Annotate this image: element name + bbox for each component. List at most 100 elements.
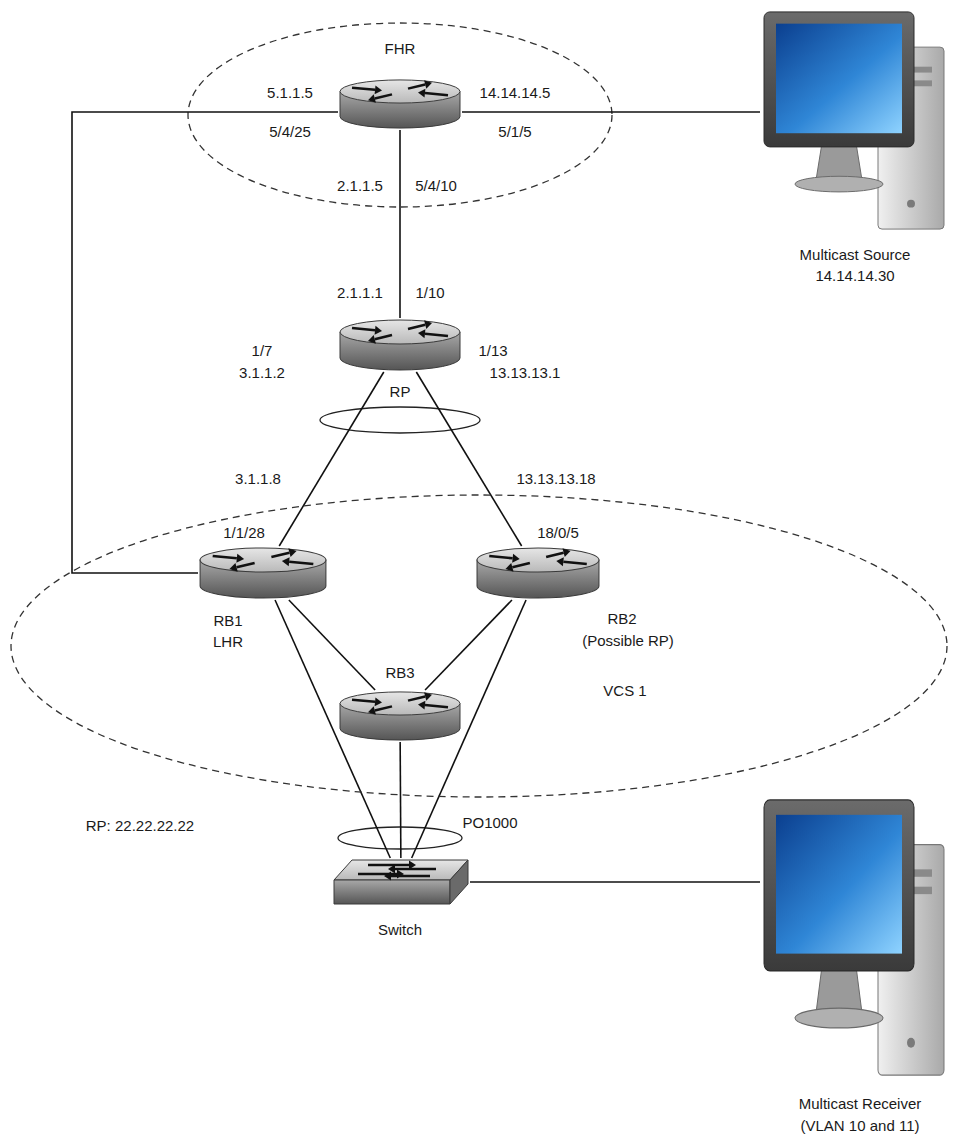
node-name: Switch: [376, 921, 424, 938]
monitor-base: [795, 176, 883, 192]
router-icon-graphic: [198, 546, 328, 600]
interface-label: 5/1/5: [496, 123, 533, 140]
computer-icon: Multicast Source14.14.14.30: [760, 8, 950, 233]
arrow-shaft: [237, 563, 255, 567]
monitor-base: [795, 1008, 883, 1028]
router-icon: RB2(Possible RP): [475, 546, 601, 600]
router-icon: RP: [338, 318, 462, 372]
lag-bundle-ring: [320, 407, 480, 433]
interface-label: 3.1.1.8: [233, 470, 283, 487]
arrow-tip: [505, 563, 513, 572]
arrow-tip: [418, 89, 425, 98]
arrow-shaft: [289, 562, 313, 564]
interface-label: 1/13: [476, 342, 509, 359]
router-top: [200, 548, 326, 572]
node-subtitle: (VLAN 10 and 11): [799, 1117, 922, 1134]
router-icon: RB1LHR: [198, 546, 328, 600]
node-name: Multicast Receiver: [797, 1095, 924, 1112]
arrow-shaft: [375, 335, 392, 339]
node-name: RP: [388, 383, 413, 400]
node-subtitle: 14.14.14.30: [813, 267, 896, 284]
arrow-shaft: [408, 696, 425, 700]
monitor-screen: [776, 815, 902, 954]
router-top: [340, 80, 460, 103]
arrow-tip: [384, 872, 391, 881]
network-link: [72, 112, 338, 573]
node-name: RB2: [605, 610, 638, 627]
arrow-shaft: [375, 706, 392, 710]
arrow-shaft: [352, 328, 375, 330]
vcs-region: RB1LHRRB2(Possible RP)RB3VCS 1: [10, 494, 948, 798]
rp-address-note: RP: 22.22.22.22: [84, 817, 196, 834]
monitor-stand: [816, 966, 862, 1013]
arrow-tip: [288, 548, 296, 557]
switch-top: [334, 860, 468, 880]
interface-label: 1/7: [250, 342, 275, 359]
arrow-tip: [556, 557, 564, 566]
arrow-tip: [563, 548, 571, 557]
router-icon-graphic: [338, 690, 462, 742]
arrow-shaft: [425, 93, 448, 95]
interface-label: 1/10: [413, 284, 446, 301]
arrow-shaft: [408, 84, 425, 88]
interface-label: 5/4/25: [267, 123, 313, 140]
node-name: Multicast Source: [798, 246, 913, 263]
arrow-tip: [375, 326, 382, 335]
router-icon: FHR: [338, 78, 462, 130]
arrow-tip: [388, 865, 395, 874]
switch-side: [450, 860, 468, 904]
arrow-shaft: [213, 556, 237, 558]
interface-label: 14.14.14.5: [478, 84, 553, 101]
arrow-shaft: [408, 325, 425, 329]
arrow-tip: [375, 698, 382, 707]
interface-label: 13.13.13.18: [514, 470, 597, 487]
arrow-tip: [418, 329, 425, 338]
arrow-tip: [368, 94, 376, 102]
arrow-tip: [229, 563, 237, 572]
arrow-tip: [418, 701, 425, 710]
arrow-tip: [424, 80, 432, 88]
monitor-frame: [764, 12, 914, 147]
monitor-screen: [776, 24, 902, 134]
arrow-shaft: [395, 868, 436, 871]
interface-label: 5/4/10: [413, 177, 459, 194]
interface-label: 18/0/5: [535, 524, 581, 541]
arrow-shaft: [546, 553, 563, 557]
interface-label: 2.1.1.5: [335, 177, 385, 194]
arrow-tip: [375, 86, 382, 95]
interface-label: 3.1.1.2: [237, 364, 287, 381]
router-icon-graphic: [338, 78, 462, 130]
arrow-shaft: [425, 334, 448, 336]
network-link: [470, 881, 760, 883]
arrow-tip: [424, 320, 432, 329]
router-icon: RB3: [338, 690, 462, 742]
network-link: [289, 600, 375, 690]
router-icon-graphic: [475, 546, 601, 600]
monitor-frame: [764, 800, 914, 971]
arrow-tip: [424, 692, 432, 700]
node-subtitle: (Possible RP): [580, 632, 676, 649]
node-name: VCS 1: [601, 682, 648, 699]
arrow-tip: [368, 335, 376, 344]
node-name: RB1: [211, 612, 244, 629]
arrow-shaft: [391, 875, 430, 878]
arrow-tip: [282, 557, 290, 566]
computer-icon: Multicast Receiver(VLAN 10 and 11): [760, 795, 950, 1080]
arrow-tip: [236, 554, 244, 563]
interface-label: 13.13.13.1: [488, 364, 563, 381]
arrow-shaft: [375, 94, 392, 98]
interface-label: 2.1.1.1: [335, 284, 385, 301]
network-link: [399, 742, 401, 858]
network-link: [416, 372, 521, 546]
node-subtitle: LHR: [211, 633, 245, 650]
arrow-shaft: [489, 556, 512, 558]
network-link: [279, 372, 384, 546]
network-link: [425, 600, 512, 690]
switch-icon: Switch: [332, 858, 470, 906]
arrow-shaft: [512, 563, 529, 567]
router-top: [477, 548, 599, 572]
computer-icon-graphic: [760, 795, 950, 1080]
arrow-shaft: [352, 88, 375, 90]
switch-icon-graphic: [332, 858, 470, 906]
